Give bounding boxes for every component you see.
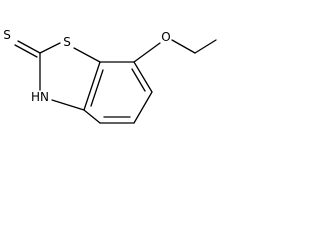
bond-c2-s-exo-a: [17, 40, 41, 54]
bond-c7-c6: [133, 61, 153, 93]
molecule-structure-diagram: S S HN O: [3, 28, 217, 124]
atom-label-ether-oxygen: O: [161, 30, 170, 44]
bond-c7-o: [133, 42, 161, 63]
atom-label-ring-sulfur: S: [63, 35, 71, 49]
bond-c4-c3a: [83, 109, 101, 124]
bond-o-ch2: [171, 39, 196, 54]
bond-ch2-ch3: [194, 39, 217, 54]
bond-s1-c7a: [73, 47, 101, 63]
atom-label-ring-nitrogen: HN: [31, 90, 49, 104]
atom-label-thione-sulfur: S: [3, 28, 11, 42]
bond-c3a-c7a: [83, 61, 101, 111]
bond-inner-c7-c6: [131, 68, 146, 92]
bond-c2-s-exo-b: [14, 44, 38, 58]
bond-n3-c3a: [51, 99, 85, 111]
bond-inner-c3a-c7a: [90, 69, 104, 107]
bond-c2-s1: [39, 42, 61, 54]
bond-c6-c5: [133, 91, 153, 124]
